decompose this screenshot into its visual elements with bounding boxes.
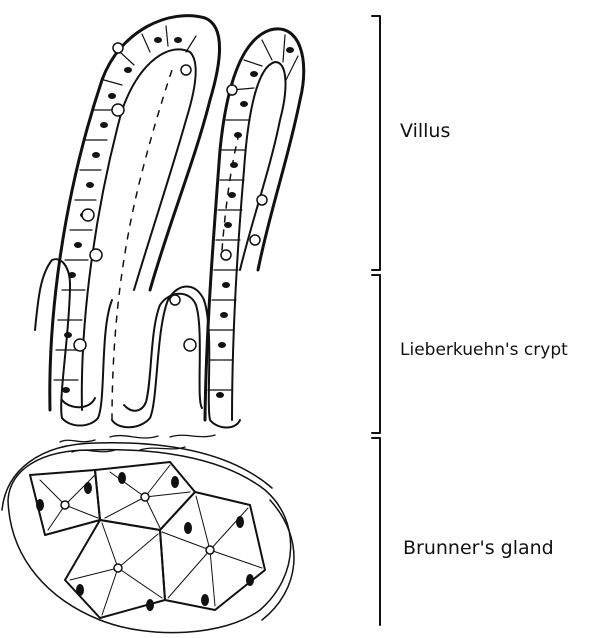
gland-bracket (372, 438, 380, 625)
crypt-label: Lieberkuehn's crypt (400, 340, 568, 360)
villus-left-cells (54, 26, 196, 380)
goblet-cells (61, 43, 267, 572)
crypt-center (112, 287, 240, 428)
crypt-left (35, 259, 112, 425)
villus-left (50, 16, 220, 420)
villus-label: Villus (400, 120, 450, 142)
crypt-bracket (372, 275, 380, 433)
villus-bracket (372, 16, 380, 270)
gland-label: Brunner's gland (403, 537, 554, 559)
gland-cell-lines (40, 465, 262, 615)
